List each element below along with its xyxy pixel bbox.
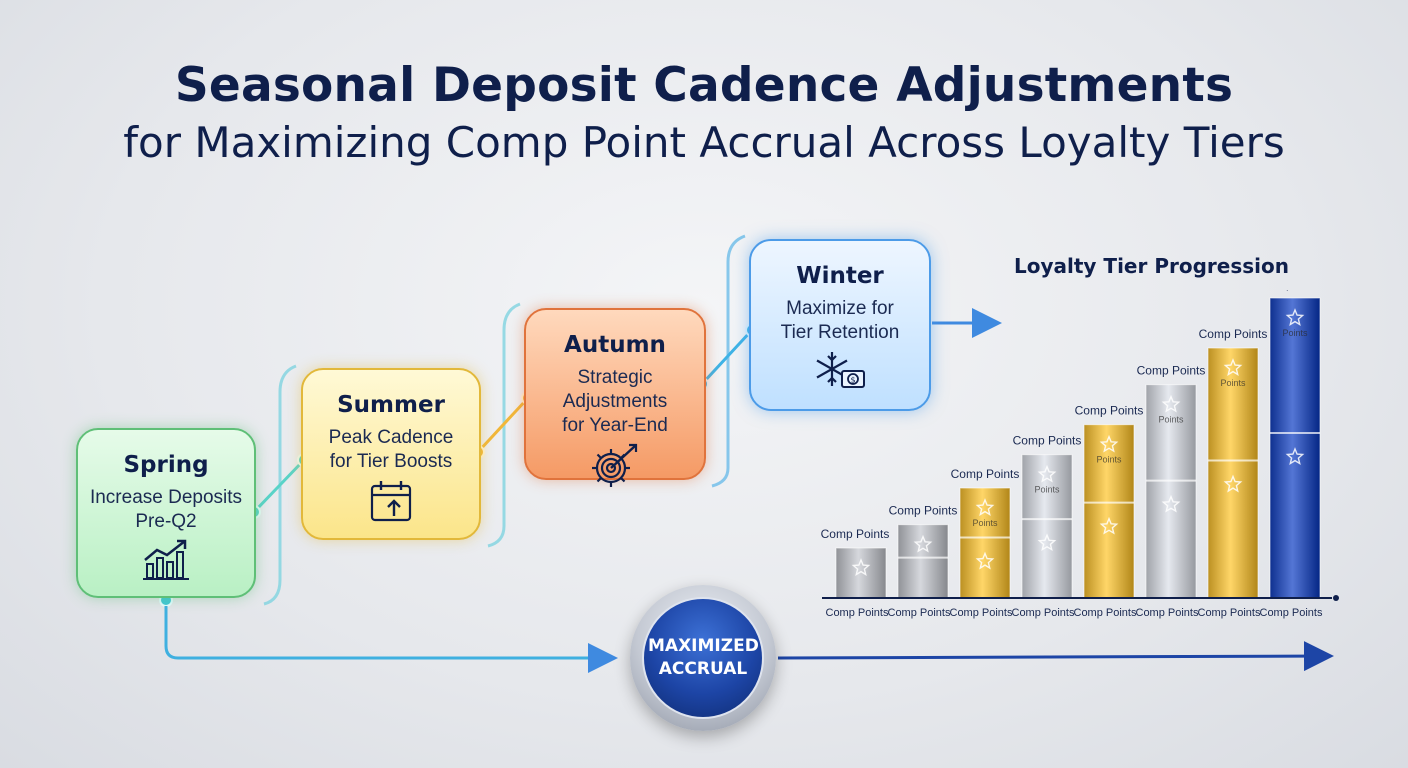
maximized-accrual-badge: MAXIMIZED ACCRUAL bbox=[630, 585, 776, 731]
tier-bar-label: Comp Points bbox=[1137, 364, 1206, 378]
snowflake-money-icon: $ bbox=[812, 347, 868, 398]
tier-star-icon bbox=[1161, 494, 1181, 513]
tier-star-icon bbox=[1285, 308, 1305, 326]
season-desc-line: Peak Cadence bbox=[328, 427, 454, 448]
tier-bar bbox=[959, 487, 1011, 599]
season-desc-line: for Year-End bbox=[562, 415, 668, 436]
tier-bar-label: Comp Points bbox=[889, 504, 958, 518]
season-desc-line: Tier Retention bbox=[780, 322, 900, 343]
tier-bar-label: Comp Points bbox=[951, 467, 1020, 481]
tier-star-icon bbox=[1223, 358, 1243, 376]
tier-bar bbox=[835, 547, 887, 599]
tier-bar-label: Comp Points bbox=[821, 527, 890, 541]
season-name: Autumn bbox=[564, 332, 666, 358]
tier-bar bbox=[1145, 384, 1197, 599]
tier-category-label: Comp Points bbox=[1012, 607, 1075, 619]
gear-target-icon bbox=[589, 442, 641, 495]
season-desc-line: Strategic bbox=[577, 367, 653, 388]
tier-bar-label: Comp Points bbox=[1199, 327, 1268, 341]
tier-star-icon bbox=[1037, 464, 1057, 483]
tier-bar bbox=[1083, 424, 1135, 599]
season-name: Spring bbox=[123, 452, 209, 478]
tier-category-label: Comp Points bbox=[1136, 607, 1199, 619]
season-card-summer: Summer Peak Cadence for Tier Boosts bbox=[301, 368, 481, 540]
tier-segment-label: Points bbox=[1096, 455, 1122, 465]
tier-star-icon bbox=[913, 534, 933, 553]
tier-star-icon bbox=[1037, 533, 1057, 552]
tier-category-label: Comp Points bbox=[1198, 607, 1261, 619]
tier-segment-label: Points bbox=[1282, 328, 1308, 338]
season-name: Winter bbox=[796, 263, 884, 289]
link-autumn-winter bbox=[700, 328, 754, 386]
badge-label-line: ACCRUAL bbox=[658, 659, 748, 679]
tier-star-icon bbox=[975, 551, 995, 570]
season-desc-line: for Tier Boosts bbox=[329, 451, 453, 472]
tier-category-label: Comp Points bbox=[888, 607, 951, 619]
season-card-winter: Winter Maximize for Tier Retention $ bbox=[749, 239, 931, 411]
badge-label-line: MAXIMIZED bbox=[648, 636, 759, 656]
page-subtitle: for Maximizing Comp Point Accrual Across… bbox=[123, 118, 1285, 167]
tier-bar-label: Comp Points bbox=[1075, 404, 1144, 418]
link-summer-autumn bbox=[476, 396, 530, 454]
arrow-spring-to-badge bbox=[164, 606, 618, 673]
link-spring-summer bbox=[252, 458, 306, 514]
chart-baseline-end bbox=[1333, 595, 1339, 601]
arrow-badge-to-end bbox=[777, 641, 1334, 672]
season-name: Summer bbox=[337, 392, 445, 418]
chart-title: Loyalty Tier Progression bbox=[1014, 254, 1289, 278]
tier-star-icon bbox=[1099, 434, 1119, 453]
season-desc-line: Pre-Q2 bbox=[135, 511, 197, 532]
calendar-upload-icon bbox=[368, 478, 414, 529]
tier-star-icon bbox=[1099, 516, 1119, 535]
tier-star-icon bbox=[1285, 447, 1305, 465]
bracket-autumn-winter bbox=[711, 234, 746, 488]
tier-bar-label: Comp Points bbox=[1261, 290, 1330, 291]
season-card-spring: Spring Increase Deposits Pre-Q2 bbox=[76, 428, 256, 598]
tier-bar bbox=[1207, 347, 1259, 599]
tier-star-icon bbox=[851, 558, 871, 576]
bar-chart-growth-icon bbox=[141, 538, 191, 587]
tier-bar-label: Comp Points bbox=[1013, 434, 1082, 448]
tier-category-label: Comp Points bbox=[1260, 607, 1323, 619]
season-card-autumn: Autumn Strategic Adjustments for Year-En… bbox=[524, 308, 706, 487]
tier-bar bbox=[1021, 454, 1073, 599]
season-desc-line: Increase Deposits bbox=[89, 487, 243, 508]
tier-category-label: Comp Points bbox=[826, 607, 889, 619]
svg-text:$: $ bbox=[850, 376, 855, 385]
tier-star-icon bbox=[1223, 474, 1243, 493]
bracket-summer-autumn bbox=[487, 302, 521, 548]
tier-star-icon bbox=[1161, 394, 1181, 413]
tier-segment-label: Points bbox=[1158, 415, 1184, 425]
tier-segment-label: Points bbox=[1220, 378, 1246, 388]
tier-star-icon bbox=[975, 498, 995, 516]
season-desc-line: Maximize for bbox=[786, 298, 894, 319]
tier-category-label: Comp Points bbox=[950, 607, 1013, 619]
tier-segment-label: Points bbox=[1034, 485, 1060, 495]
tier-category-label: Comp Points bbox=[1074, 607, 1137, 619]
season-desc-line: Adjustments bbox=[562, 391, 668, 412]
tier-segment-label: Points bbox=[972, 518, 998, 528]
page-title: Seasonal Deposit Cadence Adjustments bbox=[174, 58, 1234, 113]
